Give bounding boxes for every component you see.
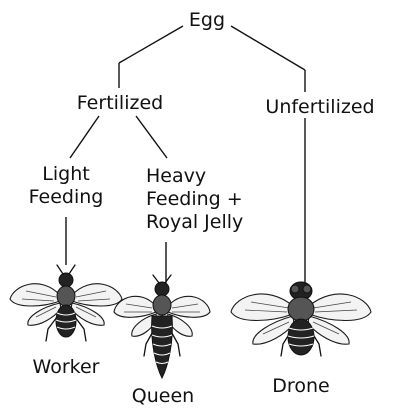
worker-bee-icon <box>10 265 122 341</box>
node-heavy-feeding: Heavy Feeding + Royal Jelly <box>146 165 266 234</box>
node-egg: Egg <box>176 9 238 32</box>
edge-egg-fertilized-a <box>119 26 183 63</box>
node-fertilized: Fertilized <box>72 92 168 115</box>
node-light-feeding-line-2: Feeding <box>10 186 122 209</box>
edge-egg-unfertilized-a <box>231 26 305 70</box>
edge-fertilized-light <box>70 116 99 158</box>
node-heavy-feeding-line-3: Royal Jelly <box>146 211 266 234</box>
node-heavy-feeding-line-1: Heavy <box>146 165 266 188</box>
label-queen: Queen <box>118 385 208 408</box>
node-light-feeding: Light Feeding <box>10 163 122 209</box>
edge-fertilized-heavy <box>136 116 167 158</box>
drone-bee-icon <box>231 282 371 356</box>
queen-bee-icon <box>114 275 210 378</box>
label-worker: Worker <box>20 356 112 379</box>
label-drone: Drone <box>255 375 347 398</box>
node-heavy-feeding-line-2: Feeding + <box>146 188 266 211</box>
connectors <box>66 26 305 287</box>
node-unfertilized: Unfertilized <box>254 96 386 119</box>
node-light-feeding-line-1: Light <box>10 163 122 186</box>
